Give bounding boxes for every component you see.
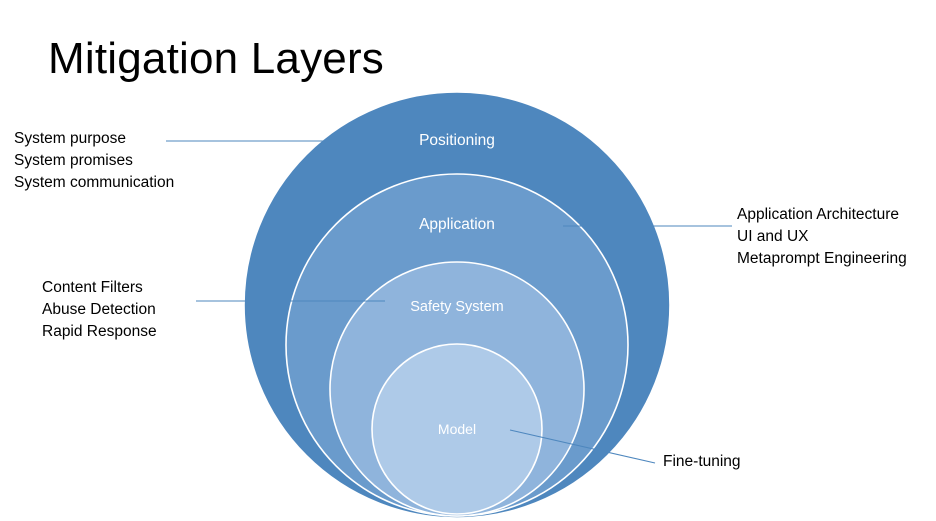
circle-label-application: Application xyxy=(419,216,495,233)
callout-positioning-line-2: System promises xyxy=(14,152,133,169)
callout-positioning-line-1: System purpose xyxy=(14,130,126,147)
callout-application-line-3: Metaprompt Engineering xyxy=(737,250,907,267)
connector-line-finetuning xyxy=(509,429,656,464)
callout-positioning-line-3: System communication xyxy=(14,174,175,191)
circle-label-model: Model xyxy=(438,421,476,437)
callout-safety-system: Content Filters Abuse Detection Rapid Re… xyxy=(42,277,157,343)
layer-circle-model xyxy=(371,343,543,515)
callout-positioning: System purpose System promises System co… xyxy=(14,128,174,194)
callout-safety-line-1: Content Filters xyxy=(42,279,143,296)
callout-application-line-1: Application Architecture xyxy=(737,206,899,223)
callout-finetuning-line-1: Fine-tuning xyxy=(663,453,741,470)
circle-label-positioning: Positioning xyxy=(419,132,495,149)
circle-label-safety-system: Safety System xyxy=(410,299,503,315)
page-title: Mitigation Layers xyxy=(48,34,384,83)
circle-model xyxy=(371,343,543,515)
callout-application: Application Architecture UI and UX Metap… xyxy=(737,204,907,270)
callout-safety-line-2: Abuse Detection xyxy=(42,301,156,318)
callout-fine-tuning: Fine-tuning xyxy=(663,451,741,473)
callout-safety-line-3: Rapid Response xyxy=(42,323,157,340)
callout-application-line-2: UI and UX xyxy=(737,228,809,245)
